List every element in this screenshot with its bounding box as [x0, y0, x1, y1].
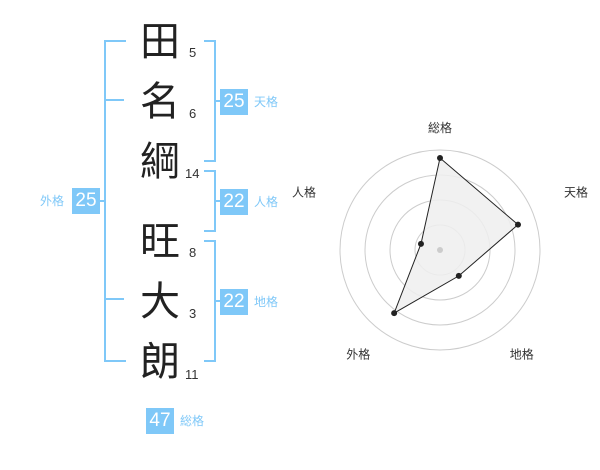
kanji-char-6: 朗 [140, 339, 180, 385]
radar-axis-label-1: 総格 [428, 120, 452, 135]
gaikaku-bracket-connector [98, 200, 106, 202]
kanji-char-4: 旺 [140, 219, 180, 265]
radar-point-1 [437, 155, 443, 161]
gaikaku-label: 外格 [40, 194, 65, 208]
kanji-char-2: 名 [140, 79, 180, 125]
radar-point-5 [417, 240, 424, 247]
stroke-count-4: 8 [189, 245, 197, 260]
jinkaku-label: 人格 [254, 195, 279, 209]
kanji-char-5: 大 [140, 279, 180, 325]
stroke-count-3: 14 [185, 166, 200, 181]
gaikaku-bracket-tick-bottom [104, 298, 124, 300]
tenkaku-label: 天格 [254, 95, 279, 109]
gaikaku-bracket-tick-top [104, 99, 124, 101]
soukaku-label: 総格 [180, 414, 205, 428]
radar-data-points [391, 155, 521, 317]
stroke-count-1: 5 [189, 45, 197, 60]
gaikaku-value-badge: 25 [72, 188, 100, 214]
soukaku-value-badge: 47 [146, 408, 174, 434]
radar-axis-label-5: 人格 [292, 184, 316, 199]
radar-axis-label-2: 天格 [564, 184, 588, 199]
kanji-char-1: 田 [140, 19, 180, 65]
radar-point-3 [455, 272, 462, 279]
tenkaku-bracket-connector [214, 100, 220, 102]
chikaku-label: 地格 [254, 295, 279, 309]
radar-ring-4 [339, 149, 541, 351]
jinkaku-bracket-connector [214, 200, 220, 202]
radar-axis-label-3: 地格 [510, 347, 534, 362]
stroke-count-5: 3 [189, 306, 197, 321]
radar-axis-label-4: 外格 [346, 347, 370, 362]
radar-data-polygon [393, 157, 519, 315]
radar-point-4 [391, 310, 398, 317]
radar-center-dot [437, 247, 443, 253]
chikaku-value-badge: 22 [220, 289, 248, 315]
chikaku-bracket-connector [214, 300, 220, 302]
tenkaku-value-badge: 25 [220, 89, 248, 115]
radar-point-2 [514, 221, 521, 228]
stroke-count-6: 11 [185, 367, 199, 382]
jinkaku-value-badge: 22 [220, 189, 248, 215]
kanji-char-3: 綱 [140, 139, 180, 185]
stroke-count-2: 6 [189, 106, 197, 121]
